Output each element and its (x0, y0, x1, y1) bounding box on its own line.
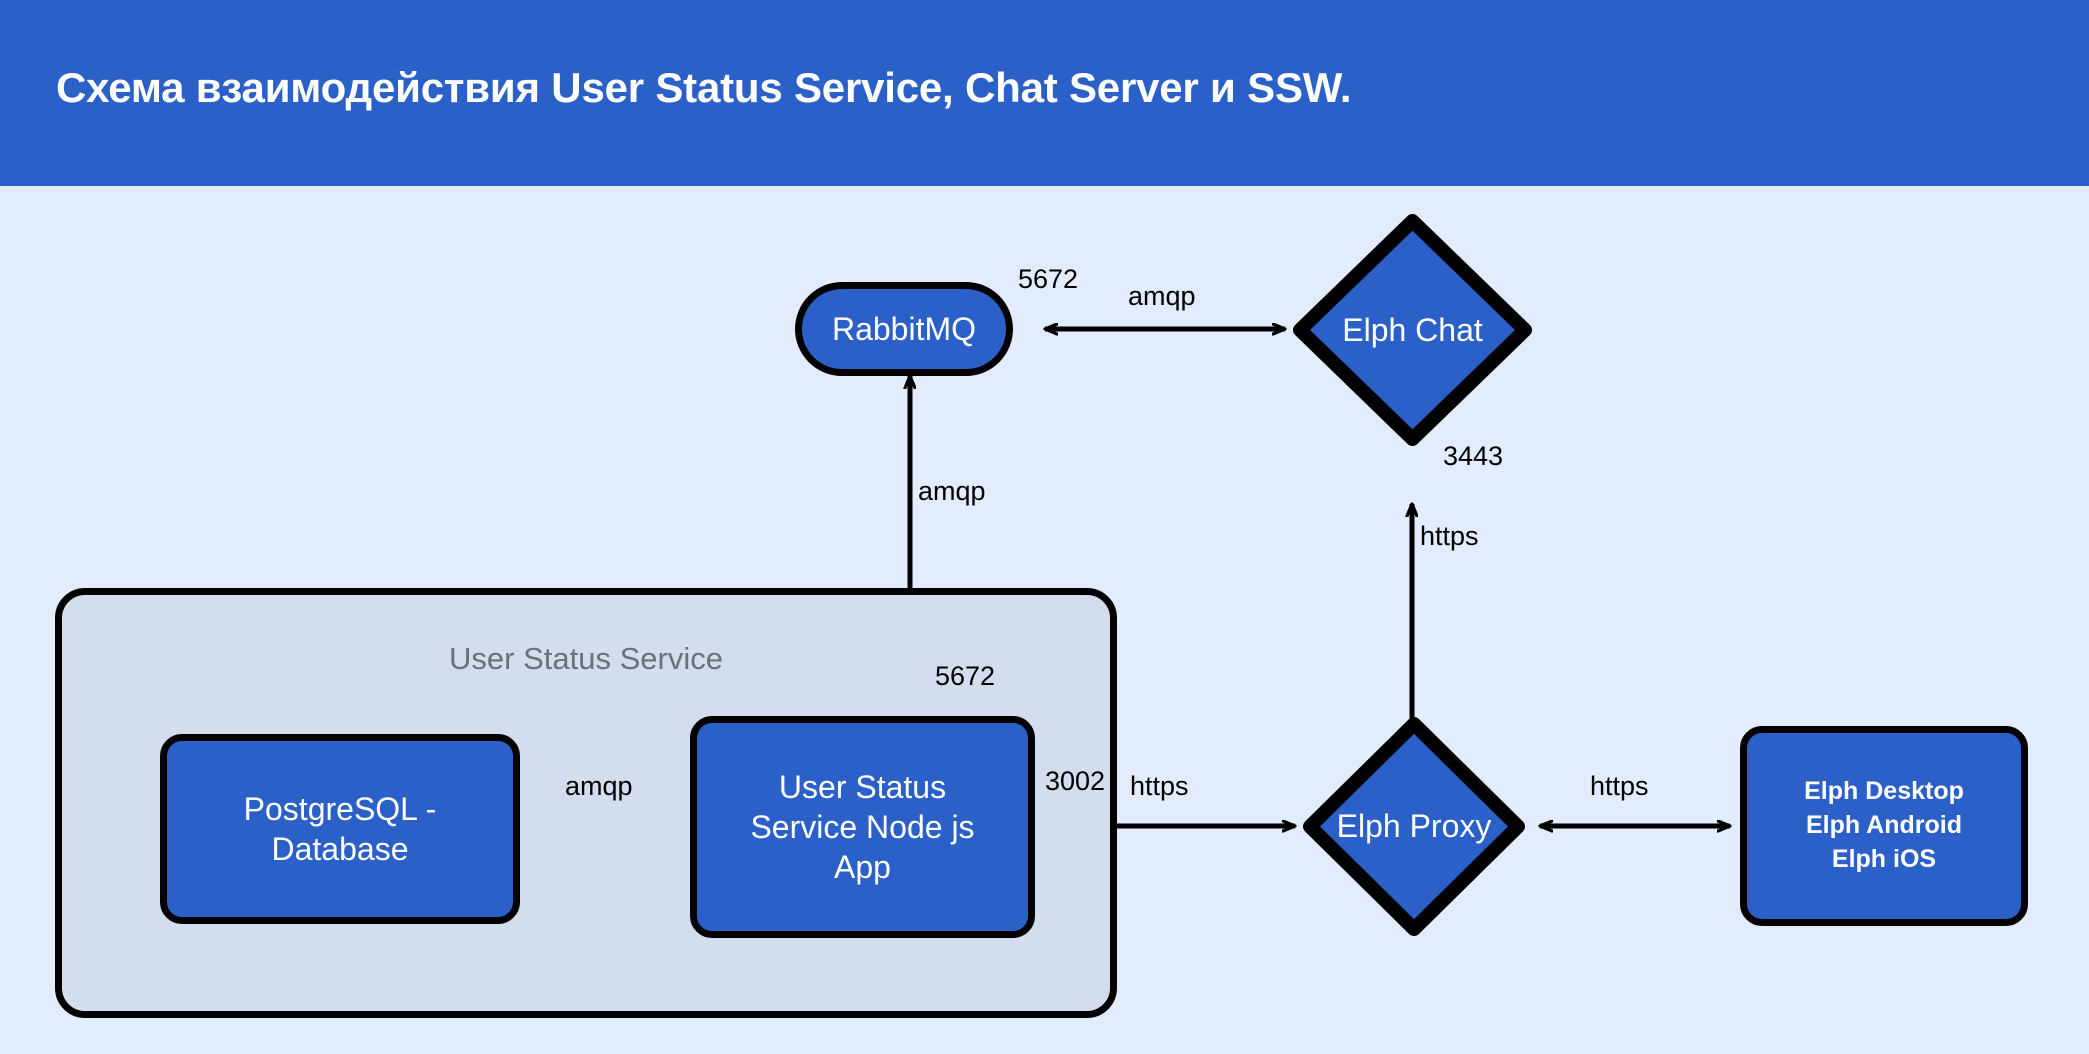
node-postgresql-database[interactable]: PostgreSQL - Database (160, 734, 520, 924)
group-title-user-status-service: User Status Service (449, 641, 723, 676)
node-rabbitmq-label: RabbitMQ (831, 310, 977, 347)
diamond-shape-icon (1293, 214, 1532, 446)
node-rabbitmq[interactable]: RabbitMQ (795, 282, 1013, 376)
node-clients-label-line2: Elph Android (1806, 811, 1962, 840)
edge-label-port-5672-ussapp-rabbitmq: 5672 (935, 661, 996, 691)
edge-label-protocol-amqp-rabbitmq-chat: amqp (1128, 281, 1196, 311)
node-postgresql-label-line1: PostgreSQL - (243, 790, 437, 827)
node-elph-chat-label: Elph Chat (1342, 311, 1483, 348)
node-elph-proxy-label: Elph Proxy (1336, 808, 1492, 845)
node-clients-label-line1: Elph Desktop (1804, 777, 1964, 806)
node-clients-label-line3: Elph iOS (1831, 844, 1937, 873)
node-uss-app-label-line1: User Status (778, 768, 947, 805)
edge-label-protocol-amqp-ussapp-rabbitmq: amqp (918, 476, 986, 506)
node-postgresql-label-line2: Database (271, 831, 409, 867)
edge-label-port-3443-proxy-chat: 3443 (1443, 441, 1504, 471)
diamond-shape-icon (1303, 717, 1525, 936)
node-uss-app-label-line3: App (834, 849, 891, 886)
edge-label-port-5672-rabbitmq-chat: 5672 (1018, 264, 1079, 294)
node-user-status-service-app[interactable]: User Status Service Node js App (690, 716, 1035, 938)
edge-label-protocol-https-proxy-chat: https (1420, 521, 1479, 551)
edge-label-protocol-https-ussapp-proxy: https (1130, 771, 1189, 801)
node-uss-app-label-line2: Service Node js (750, 808, 975, 845)
page-header: Схема взаимодействия User Status Service… (0, 0, 2089, 186)
edge-label-protocol-https-proxy-clients: https (1590, 771, 1649, 801)
edge-label-port-3002-ussapp-proxy: 3002 (1045, 766, 1106, 796)
edge-label-protocol-amqp-postgres-ussapp: amqp (565, 771, 633, 801)
node-elph-clients[interactable]: Elph Desktop Elph Android Elph iOS (1740, 726, 2028, 926)
page-title: Схема взаимодействия User Status Service… (56, 64, 1352, 111)
node-elph-proxy[interactable]: Elph Proxy (1300, 714, 1528, 939)
node-elph-chat[interactable]: Elph Chat (1290, 211, 1535, 449)
diagram-canvas: User Status Service RabbitMQ Elph Chat P… (0, 186, 2089, 1054)
